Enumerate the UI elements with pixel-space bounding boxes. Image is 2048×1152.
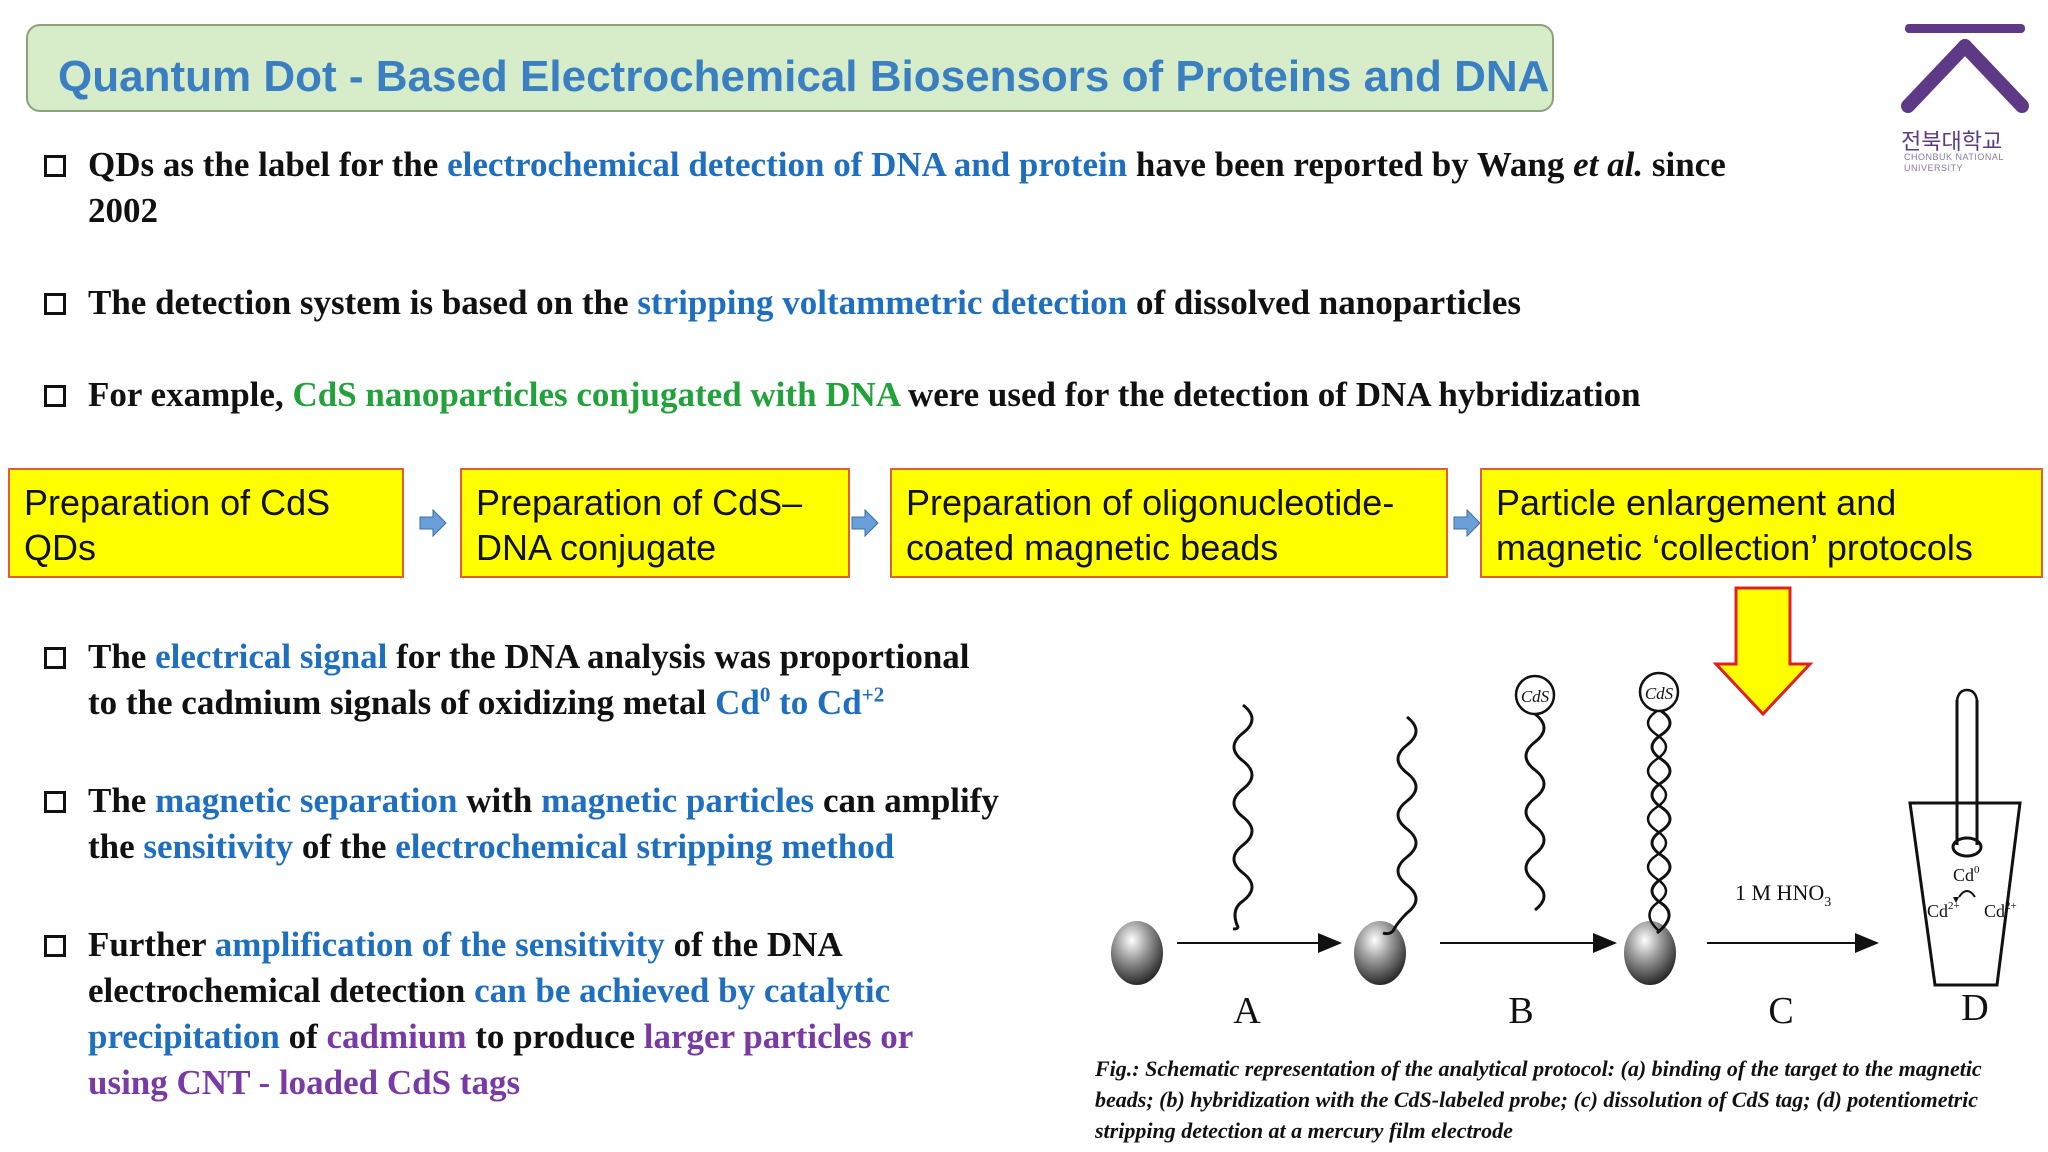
logo-english-text: CHONBUK NATIONAL xyxy=(1904,152,2004,162)
dna-strand-icon xyxy=(1232,703,1254,931)
stage-label-a: A xyxy=(1233,990,1261,1032)
double-helix-icon xyxy=(1646,709,1668,932)
checkbox-bullet-icon xyxy=(44,155,66,177)
checkbox-bullet-icon xyxy=(44,385,66,407)
magnetic-bead-icon xyxy=(1354,921,1406,985)
dna-probe-icon xyxy=(1524,712,1546,912)
page-title: Quantum Dot - Based Electrochemical Bios… xyxy=(58,52,1550,101)
stage-label-c: C xyxy=(1768,990,1793,1032)
dna-strand-icon xyxy=(1382,715,1418,936)
electrode-icon xyxy=(1955,700,1979,845)
cd-label: Cd0 xyxy=(1953,864,1980,885)
stage-label-d: D xyxy=(1961,987,1988,1029)
logo-mark-icon xyxy=(1901,24,2029,113)
reagent-label: 1 M HNO3 xyxy=(1735,880,1831,910)
flow-step-3: Preparation of oligonucleotide- coated m… xyxy=(890,468,1448,578)
flow-arrow-icon xyxy=(419,508,447,538)
flow-arrow-icon xyxy=(851,508,879,538)
flow-step-2: Preparation of CdS– DNA conjugate xyxy=(460,468,850,578)
checkbox-bullet-icon xyxy=(44,791,66,813)
stage-label-b: B xyxy=(1508,990,1533,1032)
flow-arrow-icon xyxy=(1453,508,1481,538)
flow-step-1: Preparation of CdS QDs xyxy=(8,468,404,578)
svg-text:CdS: CdS xyxy=(1645,684,1674,703)
cds-tag-icon xyxy=(1638,671,1680,713)
cd-ion-label: Cd2+ xyxy=(1927,900,1960,921)
svg-text:CdS: CdS xyxy=(1521,687,1550,706)
schematic-figure: CdS CdS 1 M HNO3 Cd0 Cd2+ Cd2+ A B C D xyxy=(1111,671,2022,1032)
figure-caption: Fig.: Schematic representation of the an… xyxy=(1095,1056,1982,1143)
down-arrow-icon xyxy=(1712,586,1814,717)
university-logo: 전북대학교 CHONBUK NATIONAL UNIVERSITY xyxy=(1890,18,2040,178)
checkbox-bullet-icon xyxy=(44,647,66,669)
checkbox-bullet-icon xyxy=(44,935,66,957)
magnetic-bead-icon xyxy=(1624,921,1676,985)
cd-ion-label: Cd2+ xyxy=(1984,900,2017,921)
checkbox-bullet-icon xyxy=(44,293,66,315)
double-helix-icon xyxy=(1650,709,1672,935)
title-banner: Quantum Dot - Based Electrochemical Bios… xyxy=(26,24,1554,112)
flow-step-4: Particle enlargement and magnetic ‘colle… xyxy=(1480,468,2043,578)
electrochemical-cell-icon xyxy=(1908,801,2022,987)
logo-english-text: UNIVERSITY xyxy=(1904,163,1964,173)
magnetic-bead-icon xyxy=(1111,921,1163,985)
logo-korean-text: 전북대학교 xyxy=(1901,129,2003,154)
